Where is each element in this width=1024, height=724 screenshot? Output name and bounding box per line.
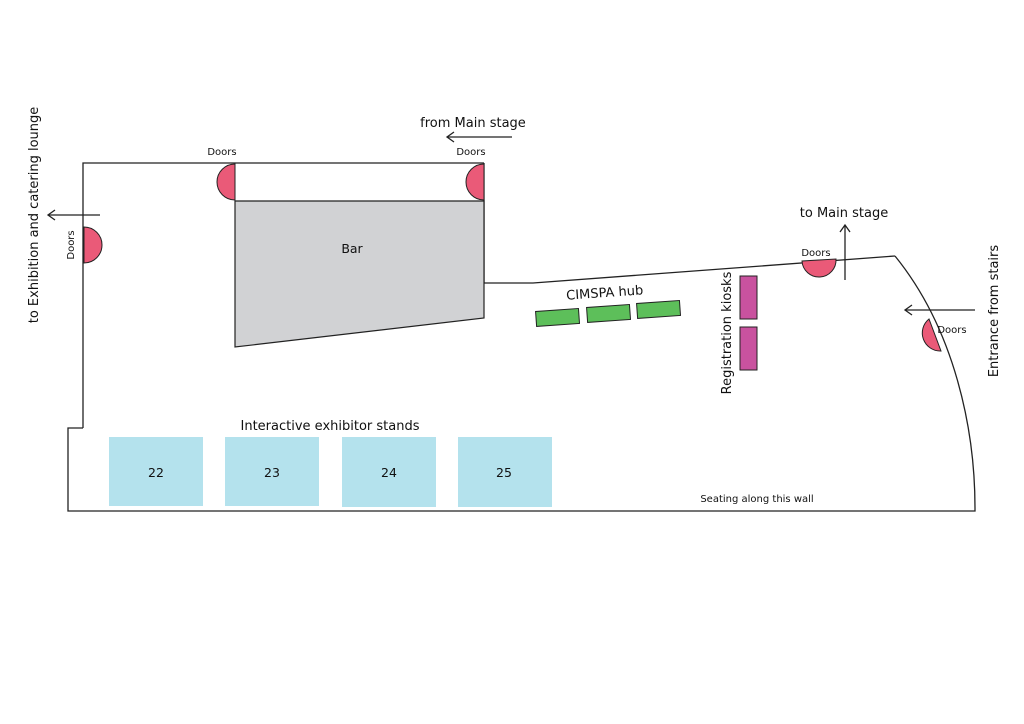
stand-23-label: 23 xyxy=(264,465,280,480)
door-swing-icon xyxy=(216,163,236,201)
kiosk xyxy=(739,326,758,371)
direction-arrow-icon xyxy=(46,209,100,221)
exhibitor-stands: 22 23 24 25 xyxy=(109,437,552,507)
bar-label: Bar xyxy=(341,241,363,256)
stand-22 xyxy=(109,437,203,506)
direction-arrow-icon xyxy=(839,223,851,280)
door-swing-icon xyxy=(921,318,942,352)
kiosk xyxy=(739,275,758,320)
bar-area xyxy=(234,200,485,348)
cimspa-hub-tables xyxy=(535,299,682,327)
direction-arrow-icon xyxy=(903,304,975,316)
door-label-left: Doors xyxy=(66,230,77,259)
door-label-top-right: Doors xyxy=(456,147,485,158)
cimspa-table xyxy=(535,307,581,327)
wall-top-right xyxy=(484,255,896,284)
wall-curved-right xyxy=(894,255,976,509)
stand-25 xyxy=(458,437,552,507)
registration-kiosks xyxy=(739,275,758,371)
door-label-right-top: Doors xyxy=(801,248,830,259)
cimspa-table xyxy=(586,303,632,323)
door-swing-icon xyxy=(83,226,103,264)
registration-kiosks-label: Registration kiosks xyxy=(720,271,735,394)
to-main-stage-label: to Main stage xyxy=(800,206,888,221)
from-main-stage-label: from Main stage xyxy=(420,116,526,131)
wall-left-upper xyxy=(82,162,235,428)
to-exhibition-label: to Exhibition and catering lounge xyxy=(27,107,42,324)
door-label-top-left: Doors xyxy=(207,147,236,158)
stand-22-label: 22 xyxy=(148,465,164,480)
doors xyxy=(83,163,942,352)
stand-24-label: 24 xyxy=(381,465,397,480)
door-swing-icon xyxy=(465,163,485,201)
door-swing-icon xyxy=(801,258,837,278)
stand-24 xyxy=(342,437,436,507)
cimspa-table xyxy=(636,299,682,319)
wall-outline-main xyxy=(67,427,976,512)
seating-label: Seating along this wall xyxy=(700,494,813,505)
stand-23 xyxy=(225,437,319,506)
entrance-stairs-label: Entrance from stairs xyxy=(987,245,1002,378)
door-label-right-side: Doors xyxy=(937,325,966,336)
direction-arrow-icon xyxy=(445,131,512,143)
stand-25-label: 25 xyxy=(496,465,512,480)
interactive-stands-label: Interactive exhibitor stands xyxy=(241,419,420,434)
arrows xyxy=(46,131,975,316)
cimspa-hub-label: CIMSPA hub xyxy=(566,283,644,303)
